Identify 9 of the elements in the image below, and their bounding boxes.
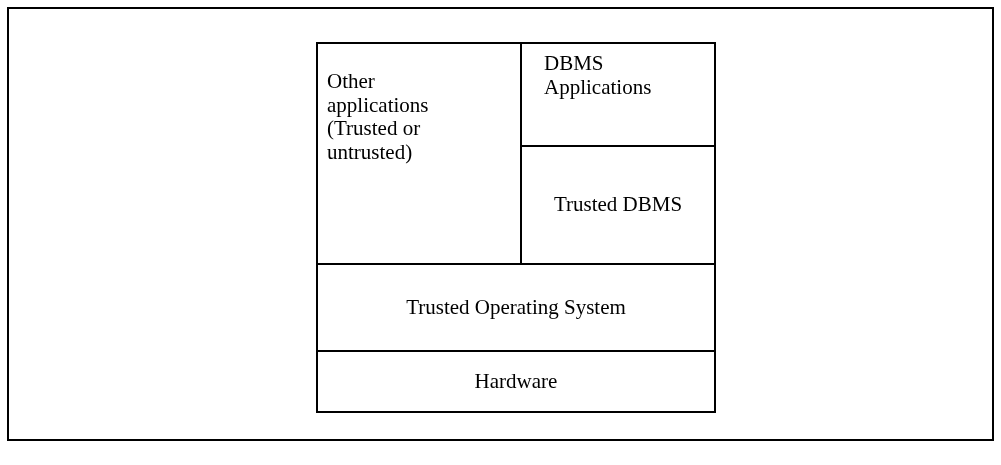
- layer-box: [316, 42, 522, 265]
- layer-label: Hardware: [474, 369, 558, 394]
- layer-box: [316, 263, 716, 352]
- layer-label: Trusted Operating System: [406, 295, 626, 320]
- layer-label: DBMS Applications: [544, 52, 653, 100]
- layer-box: [316, 350, 716, 413]
- layer-box: [520, 42, 716, 147]
- layer-label: Other applications (Trusted or untrusted): [327, 70, 430, 165]
- layer-label: Trusted DBMS: [553, 193, 683, 217]
